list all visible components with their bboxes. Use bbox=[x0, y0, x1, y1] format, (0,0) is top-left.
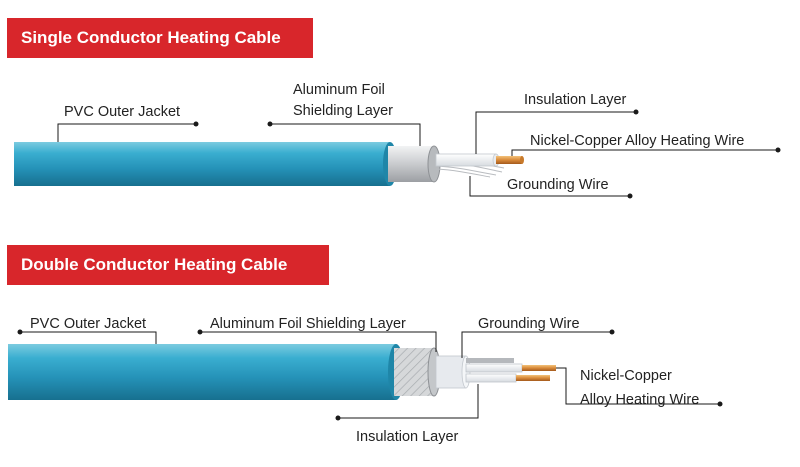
single-label-pvc-jacket: PVC Outer Jacket bbox=[64, 104, 181, 120]
single-label-foil-line2: Shielding Layer bbox=[293, 103, 393, 119]
single-foil-layer bbox=[388, 146, 434, 182]
double-label-foil: Aluminum Foil Shielding Layer bbox=[210, 316, 406, 332]
double-grounding-wire bbox=[466, 358, 514, 363]
double-heating-wire-2 bbox=[516, 375, 550, 381]
double-leader-lines bbox=[20, 331, 720, 419]
double-insulation-1 bbox=[465, 363, 523, 373]
single-pvc-jacket bbox=[14, 142, 390, 186]
double-heating-wire-1 bbox=[522, 365, 556, 371]
single-label-insulation: Insulation Layer bbox=[524, 92, 627, 108]
single-cable bbox=[14, 142, 524, 186]
double-label-pvc-jacket: PVC Outer Jacket bbox=[30, 316, 147, 332]
single-label-heating-wire: Nickel-Copper Alloy Heating Wire bbox=[530, 133, 745, 149]
double-cable bbox=[8, 344, 556, 400]
single-leader-dots bbox=[193, 109, 781, 199]
single-leader-lines bbox=[57, 111, 778, 197]
double-cable-title: Double Conductor Heating Cable bbox=[7, 245, 329, 285]
double-pvc-jacket bbox=[8, 344, 396, 400]
double-label-heating-wire-line1: Nickel-Copper bbox=[580, 368, 672, 384]
double-label-heating-wire-line2: Alloy Heating Wire bbox=[580, 392, 700, 408]
single-label-grounding-wire: Grounding Wire bbox=[507, 177, 609, 193]
single-cable-title: Single Conductor Heating Cable bbox=[7, 18, 313, 58]
double-insulation-2 bbox=[465, 373, 517, 383]
double-label-insulation: Insulation Layer bbox=[356, 429, 459, 445]
double-leader-dots bbox=[17, 329, 723, 421]
single-insulation bbox=[435, 153, 497, 167]
single-label-foil-line1: Aluminum Foil bbox=[293, 82, 385, 98]
double-foil-layer bbox=[394, 348, 434, 396]
double-label-grounding-wire: Grounding Wire bbox=[478, 316, 580, 332]
single-heating-wire bbox=[496, 156, 522, 164]
